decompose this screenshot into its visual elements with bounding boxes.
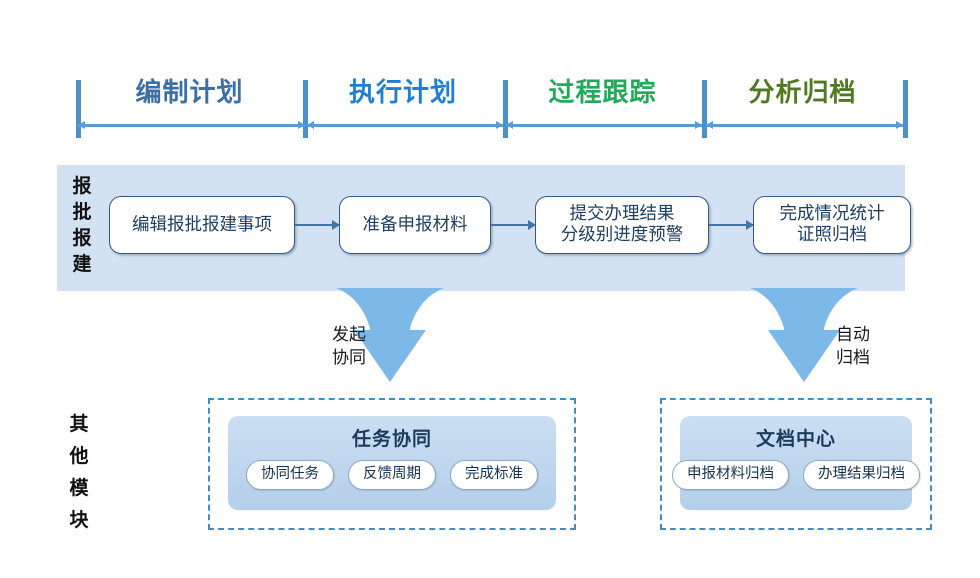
timeline-tick-1: [76, 80, 81, 138]
pill-feedback-cycle[interactable]: 反馈周期: [348, 460, 436, 490]
module-task-collaboration-pills: 协同任务 反馈周期 完成标准: [228, 460, 556, 490]
process-band: 报批报建 编辑报批报建事项 准备申报材料 提交办理结果 分级别进度预警 完成情况…: [57, 165, 911, 291]
module-task-collaboration[interactable]: 任务协同 协同任务 反馈周期 完成标准: [208, 398, 576, 530]
module-document-center-title: 文档中心: [755, 428, 836, 450]
phase-arrow-3: [506, 121, 702, 129]
timeline-tick-2: [303, 80, 308, 138]
process-connector-2: [491, 220, 536, 229]
process-step-4[interactable]: 完成情况统计 证照归档: [753, 196, 911, 254]
module-document-center[interactable]: 文档中心 申报材料归档 办理结果归档: [660, 398, 932, 530]
pill-completion-standard[interactable]: 完成标准: [450, 460, 538, 490]
process-step-4-label: 完成情况统计 证照归档: [779, 204, 885, 245]
funnel-arrow-right: [744, 288, 864, 384]
module-document-center-pills: 申报材料归档 办理结果归档: [672, 460, 920, 490]
funnel-label-left: 发起 协同: [332, 325, 366, 368]
down-arrow-icon: [336, 288, 444, 382]
process-connector-3: [709, 220, 754, 229]
process-step-2[interactable]: 准备申报材料: [339, 196, 491, 254]
process-step-1[interactable]: 编辑报批报建事项: [109, 196, 295, 254]
timeline-tick-5: [903, 80, 908, 138]
timeline-tick-4: [702, 80, 707, 138]
pill-result-archive[interactable]: 办理结果归档: [803, 460, 920, 490]
process-step-1-label: 编辑报批报建事项: [132, 214, 272, 235]
phase-arrow-1: [78, 121, 305, 129]
other-modules-label: 其他模块: [69, 413, 89, 531]
phase-label-4: 分析归档: [748, 78, 857, 108]
process-step-3[interactable]: 提交办理结果 分级别进度预警: [535, 196, 709, 254]
phase-timeline: 编制计划 执行计划 过程跟踪 分析归档: [70, 74, 910, 142]
phase-arrow-2: [307, 121, 503, 129]
phase-label-3: 过程跟踪: [548, 78, 657, 108]
process-band-label: 报批报建: [72, 175, 92, 275]
phase-arrow-4: [706, 121, 903, 129]
phase-label-2: 执行计划: [348, 78, 457, 108]
funnel-label-right: 自动 归档: [836, 325, 870, 368]
process-connector-1: [295, 220, 340, 229]
phase-label-1: 编制计划: [135, 78, 244, 108]
down-arrow-icon: [750, 288, 858, 382]
funnel-arrow-left: [330, 288, 450, 384]
module-task-collaboration-panel: 任务协同 协同任务 反馈周期 完成标准: [228, 416, 556, 510]
module-document-center-panel: 文档中心 申报材料归档 办理结果归档: [672, 416, 920, 510]
module-task-collaboration-title: 任务协同: [351, 428, 432, 450]
pill-application-material-archive[interactable]: 申报材料归档: [672, 460, 789, 490]
process-step-3-label: 提交办理结果 分级别进度预警: [560, 204, 684, 245]
timeline-tick-3: [503, 80, 508, 138]
process-step-2-label: 准备申报材料: [362, 214, 468, 235]
pill-collab-task[interactable]: 协同任务: [246, 460, 334, 490]
